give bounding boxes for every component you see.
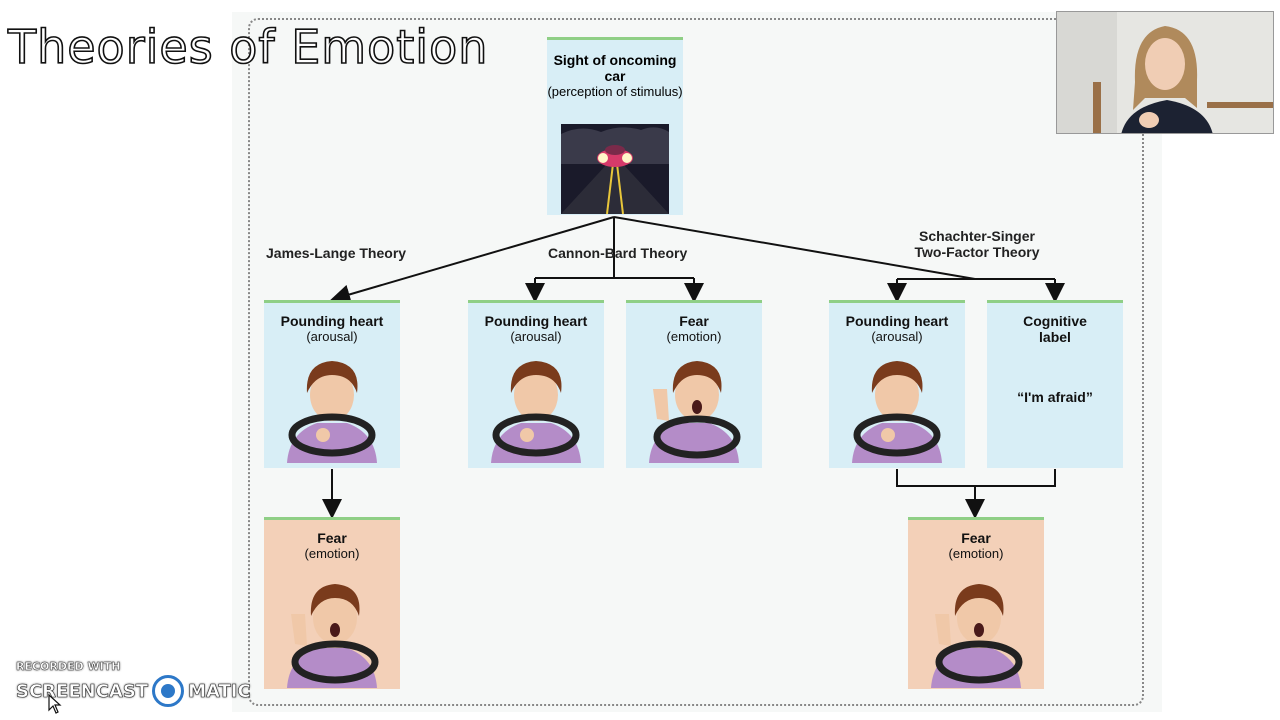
ss-arousal-title: Pounding heart: [845, 313, 949, 329]
cannon-bard-label: Cannon-Bard Theory: [548, 245, 688, 261]
jl-fear-subtitle: (emotion): [304, 546, 360, 561]
schachter-singer-line1: Schachter-Singer: [919, 228, 1035, 244]
ss-label-quote: “I'm afraid”: [1017, 389, 1093, 405]
james-lange-label: James-Lange Theory: [266, 245, 407, 261]
ss-fear-box: Fear (emotion): [908, 517, 1044, 689]
jl-arousal-box: Pounding heart (arousal): [264, 300, 400, 468]
person-afraid-icon: [649, 361, 741, 463]
cursor-icon: [48, 694, 62, 714]
watermark-brand-part1: SCREENCAST: [16, 680, 149, 702]
cb-fear-subtitle: (emotion): [666, 329, 722, 344]
watermark-recorded-with: RECORDED WITH: [16, 660, 121, 673]
schachter-singer-label: Schachter-Singer Two-Factor Theory: [912, 228, 1042, 260]
stimulus-box: Sight of oncoming car (perception of sti…: [547, 37, 683, 215]
person-driving-icon: [491, 361, 581, 463]
person-afraid-icon: [931, 584, 1023, 688]
ss-label-box: Cognitive label “I'm afraid”: [987, 300, 1123, 468]
cb-arousal-subtitle: (arousal): [510, 329, 562, 344]
person-afraid-icon: [287, 584, 379, 688]
ss-fear-subtitle: (emotion): [948, 546, 1004, 561]
cb-fear-title: Fear: [679, 313, 709, 329]
slide-title: Theories of Emotion: [7, 19, 489, 75]
cb-arousal-title: Pounding heart: [484, 313, 588, 329]
webcam-overlay: [1056, 11, 1274, 134]
ss-fear-title: Fear: [961, 530, 991, 546]
presenter-video: [1057, 12, 1273, 133]
cb-fear-box: Fear (emotion): [626, 300, 762, 468]
jl-arousal-subtitle: (arousal): [306, 329, 358, 344]
dotted-frame: [248, 18, 1144, 706]
ss-arousal-box: Pounding heart (arousal): [829, 300, 965, 468]
stimulus-subtitle: (perception of stimulus): [547, 84, 683, 99]
jl-fear-title: Fear: [317, 530, 347, 546]
jl-fear-box: Fear (emotion): [264, 517, 400, 689]
watermark-brand-part2: MATIC: [188, 680, 251, 702]
stimulus-title: Sight of oncoming car: [553, 52, 677, 84]
person-driving-icon: [287, 361, 377, 463]
screencast-logo-icon: [152, 675, 185, 707]
ss-label-title: Cognitive label: [1023, 313, 1087, 345]
person-driving-icon: [852, 361, 942, 463]
cb-arousal-box: Pounding heart (arousal): [468, 300, 604, 468]
schachter-singer-line2: Two-Factor Theory: [914, 244, 1040, 260]
car-headlights-icon: [561, 124, 669, 214]
ss-arousal-subtitle: (arousal): [871, 329, 923, 344]
jl-arousal-title: Pounding heart: [280, 313, 384, 329]
